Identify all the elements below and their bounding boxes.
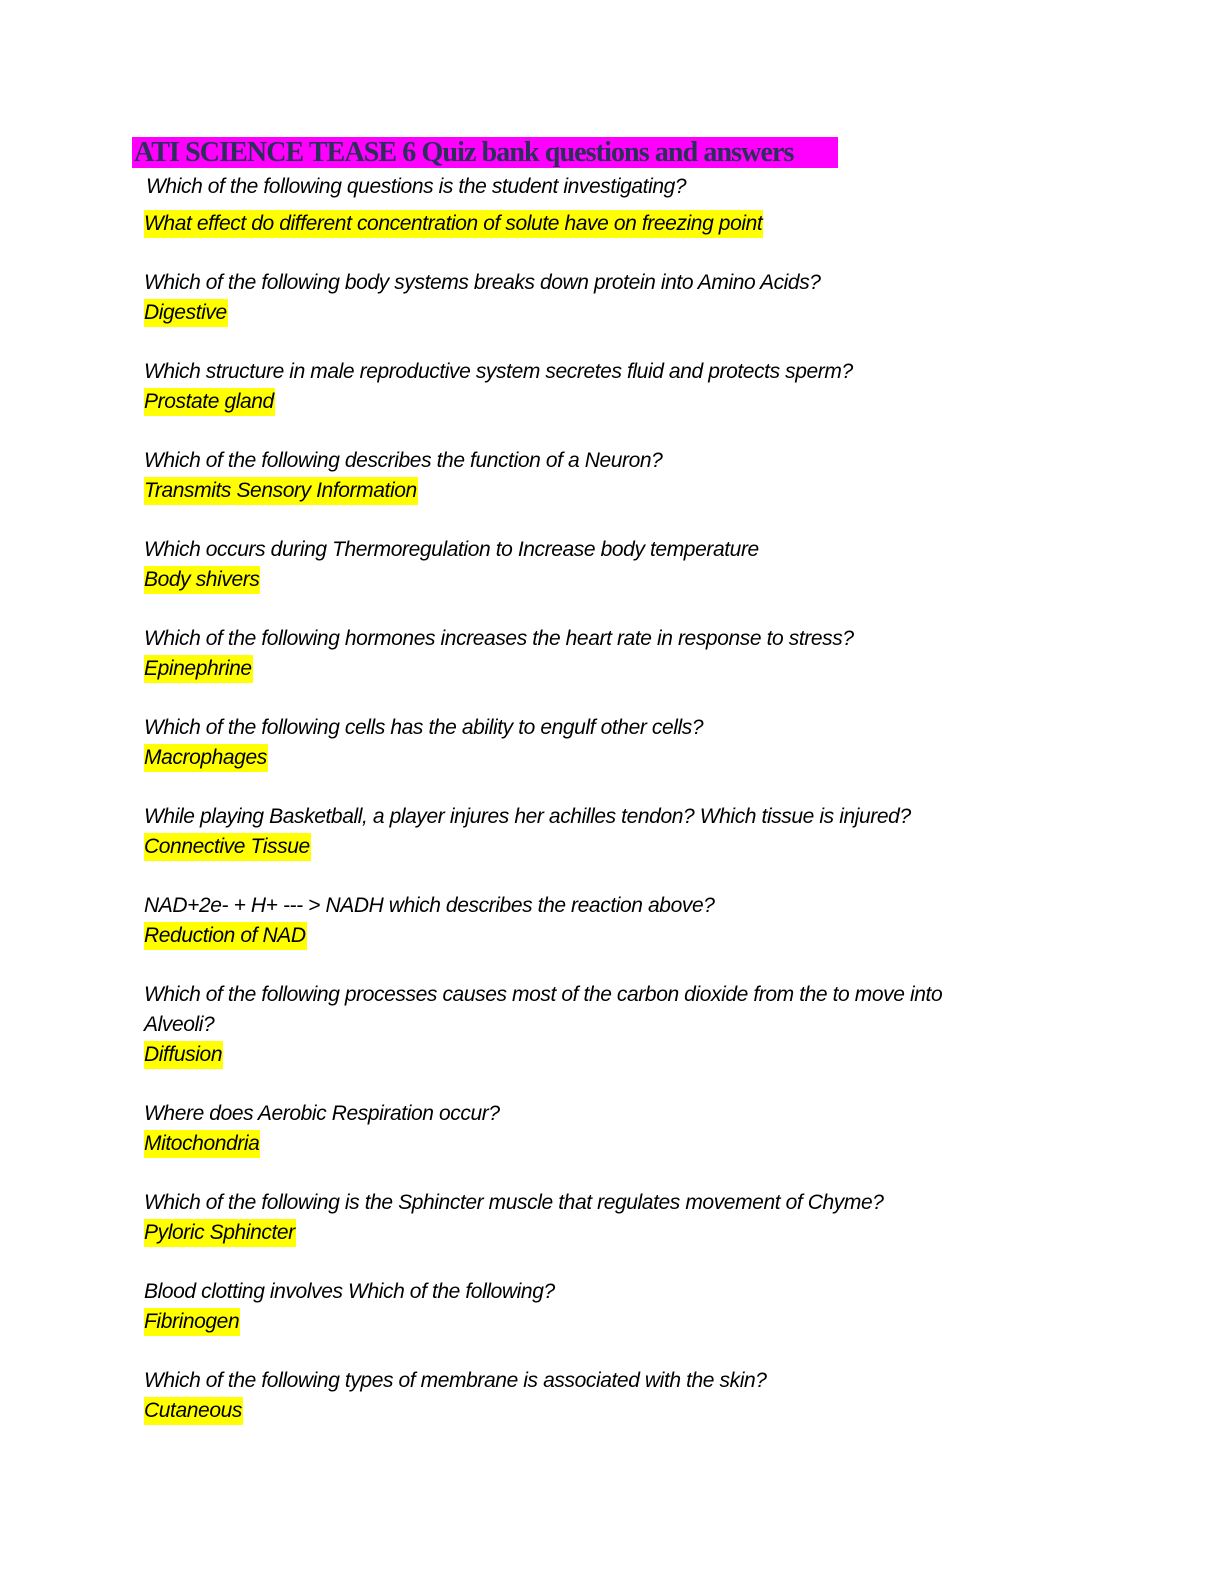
answer-text: Cutaneous: [144, 1397, 243, 1425]
answer-text: Epinephrine: [144, 655, 253, 683]
question-item: Which of the following processes causes …: [144, 980, 1044, 1070]
question-text: Which of the following cells has the abi…: [144, 716, 704, 739]
question-text: Which of the following types of membrane…: [144, 1369, 767, 1392]
answer-text: Fibrinogen: [144, 1308, 241, 1336]
answer: Digestive: [144, 298, 1044, 328]
question-text: Which of the following questions is the …: [146, 175, 687, 198]
answer: Prostate gland: [144, 387, 1044, 417]
question-item: Blood clotting involves Which of the fol…: [144, 1277, 1044, 1337]
answer: Macrophages: [144, 743, 1044, 773]
answer-text: Prostate gland: [144, 388, 275, 416]
question-item: Where does Aerobic Respiration occur? Mit…: [144, 1099, 1044, 1159]
answer: Connective Tissue: [144, 832, 1044, 862]
answer-text: Reduction of NAD: [144, 922, 307, 950]
question-text: NAD+2e- + H+ --- > NADH which describes …: [144, 894, 715, 917]
question-item: Which of the following hormones increase…: [144, 624, 1044, 684]
question-item: Which of the following is the Sphincter …: [144, 1188, 1044, 1248]
answer-text: Diffusion: [144, 1041, 224, 1069]
answer-text: Transmits Sensory Information: [144, 477, 418, 505]
answer: Cutaneous: [144, 1396, 1044, 1426]
question-item: Which of the following questions is the …: [144, 172, 1044, 239]
answer: Body shivers: [144, 565, 1044, 595]
question-text: Which of the following body systems brea…: [144, 271, 821, 294]
answer: Transmits Sensory Information: [144, 476, 1044, 506]
question-item: Which of the following types of membrane…: [144, 1366, 1044, 1426]
answer: Epinephrine: [144, 654, 1044, 684]
answer-text: Connective Tissue: [144, 833, 311, 861]
question-item: While playing Basketball, a player injur…: [144, 802, 1044, 862]
answer: Mitochondria: [144, 1129, 1044, 1159]
question-list: Which of the following questions is the …: [144, 172, 1044, 1455]
question-item: Which occurs during Thermoregulation to …: [144, 535, 1044, 595]
question-item: Which of the following body systems brea…: [144, 268, 1044, 328]
answer-text: Mitochondria: [144, 1130, 261, 1158]
question-item: Which structure in male reproductive sys…: [144, 357, 1044, 417]
question-text: While playing Basketball, a player injur…: [144, 805, 911, 828]
question-item: Which of the following cells has the abi…: [144, 713, 1044, 773]
question-text: Which of the following is the Sphincter …: [144, 1191, 884, 1214]
answer-text: Pyloric Sphincter: [144, 1219, 296, 1247]
question-text: Which of the following processes causes …: [144, 983, 943, 1036]
question-text: Which of the following hormones increase…: [144, 627, 854, 650]
answer: Reduction of NAD: [144, 921, 1044, 951]
question-item: Which of the following describes the fun…: [144, 446, 1044, 506]
question-text: Blood clotting involves Which of the fol…: [144, 1280, 555, 1303]
question-text: Which occurs during Thermoregulation to …: [144, 538, 759, 561]
answer: What effect do different concentration o…: [144, 209, 1044, 239]
answer: Diffusion: [144, 1040, 1044, 1070]
answer-text: Macrophages: [144, 744, 268, 772]
question-text: Which structure in male reproductive sys…: [144, 360, 853, 383]
question-text: Where does Aerobic Respiration occur?: [144, 1102, 500, 1125]
answer: Fibrinogen: [144, 1307, 1044, 1337]
document-title: ATI SCIENCE TEASE 6 Quiz bank questions …: [132, 137, 838, 168]
question-text: Which of the following describes the fun…: [144, 449, 663, 472]
question-item: NAD+2e- + H+ --- > NADH which describes …: [144, 891, 1044, 951]
answer-text: Body shivers: [144, 566, 261, 594]
answer-text: What effect do different concentration o…: [144, 210, 764, 238]
answer: Pyloric Sphincter: [144, 1218, 1044, 1248]
answer-text: Digestive: [144, 299, 228, 327]
